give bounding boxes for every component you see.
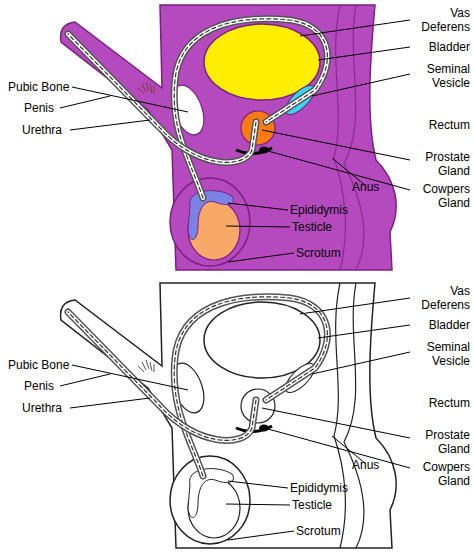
part-label: Epididymis: [290, 203, 370, 217]
color-anatomy: [60, 5, 410, 270]
part-label: Scrotum: [296, 524, 366, 538]
part-label: Rectum: [412, 118, 470, 132]
part-label: Pubic Bone: [8, 358, 78, 372]
part-label: Penis: [24, 101, 84, 115]
part-label: Rectum: [412, 396, 470, 410]
part-label: Urethra: [22, 401, 82, 415]
part-label: Testicle: [292, 498, 362, 512]
part-label: Penis: [24, 379, 84, 393]
part-label: Bladder: [412, 318, 470, 332]
part-label: Epididymis: [290, 481, 370, 495]
lineart-anatomy: [60, 283, 410, 548]
part-label: Cowpers Gland: [412, 182, 470, 210]
part-label: Prostate Gland: [412, 428, 470, 456]
part-label: Seminal Vesicle: [412, 62, 470, 90]
part-label: Cowpers Gland: [412, 460, 470, 488]
part-label: Vas Deferens: [412, 6, 470, 34]
part-label: Vas Deferens: [412, 284, 470, 312]
part-label: Testicle: [292, 220, 362, 234]
part-label: Seminal Vesicle: [412, 340, 470, 368]
part-label: Anus: [352, 180, 392, 194]
part-label: Pubic Bone: [8, 80, 78, 94]
part-label: Bladder: [412, 40, 470, 54]
part-label: Urethra: [22, 123, 82, 137]
part-label: Prostate Gland: [412, 150, 470, 178]
part-label: Scrotum: [296, 246, 366, 260]
part-label: Anus: [352, 458, 392, 472]
